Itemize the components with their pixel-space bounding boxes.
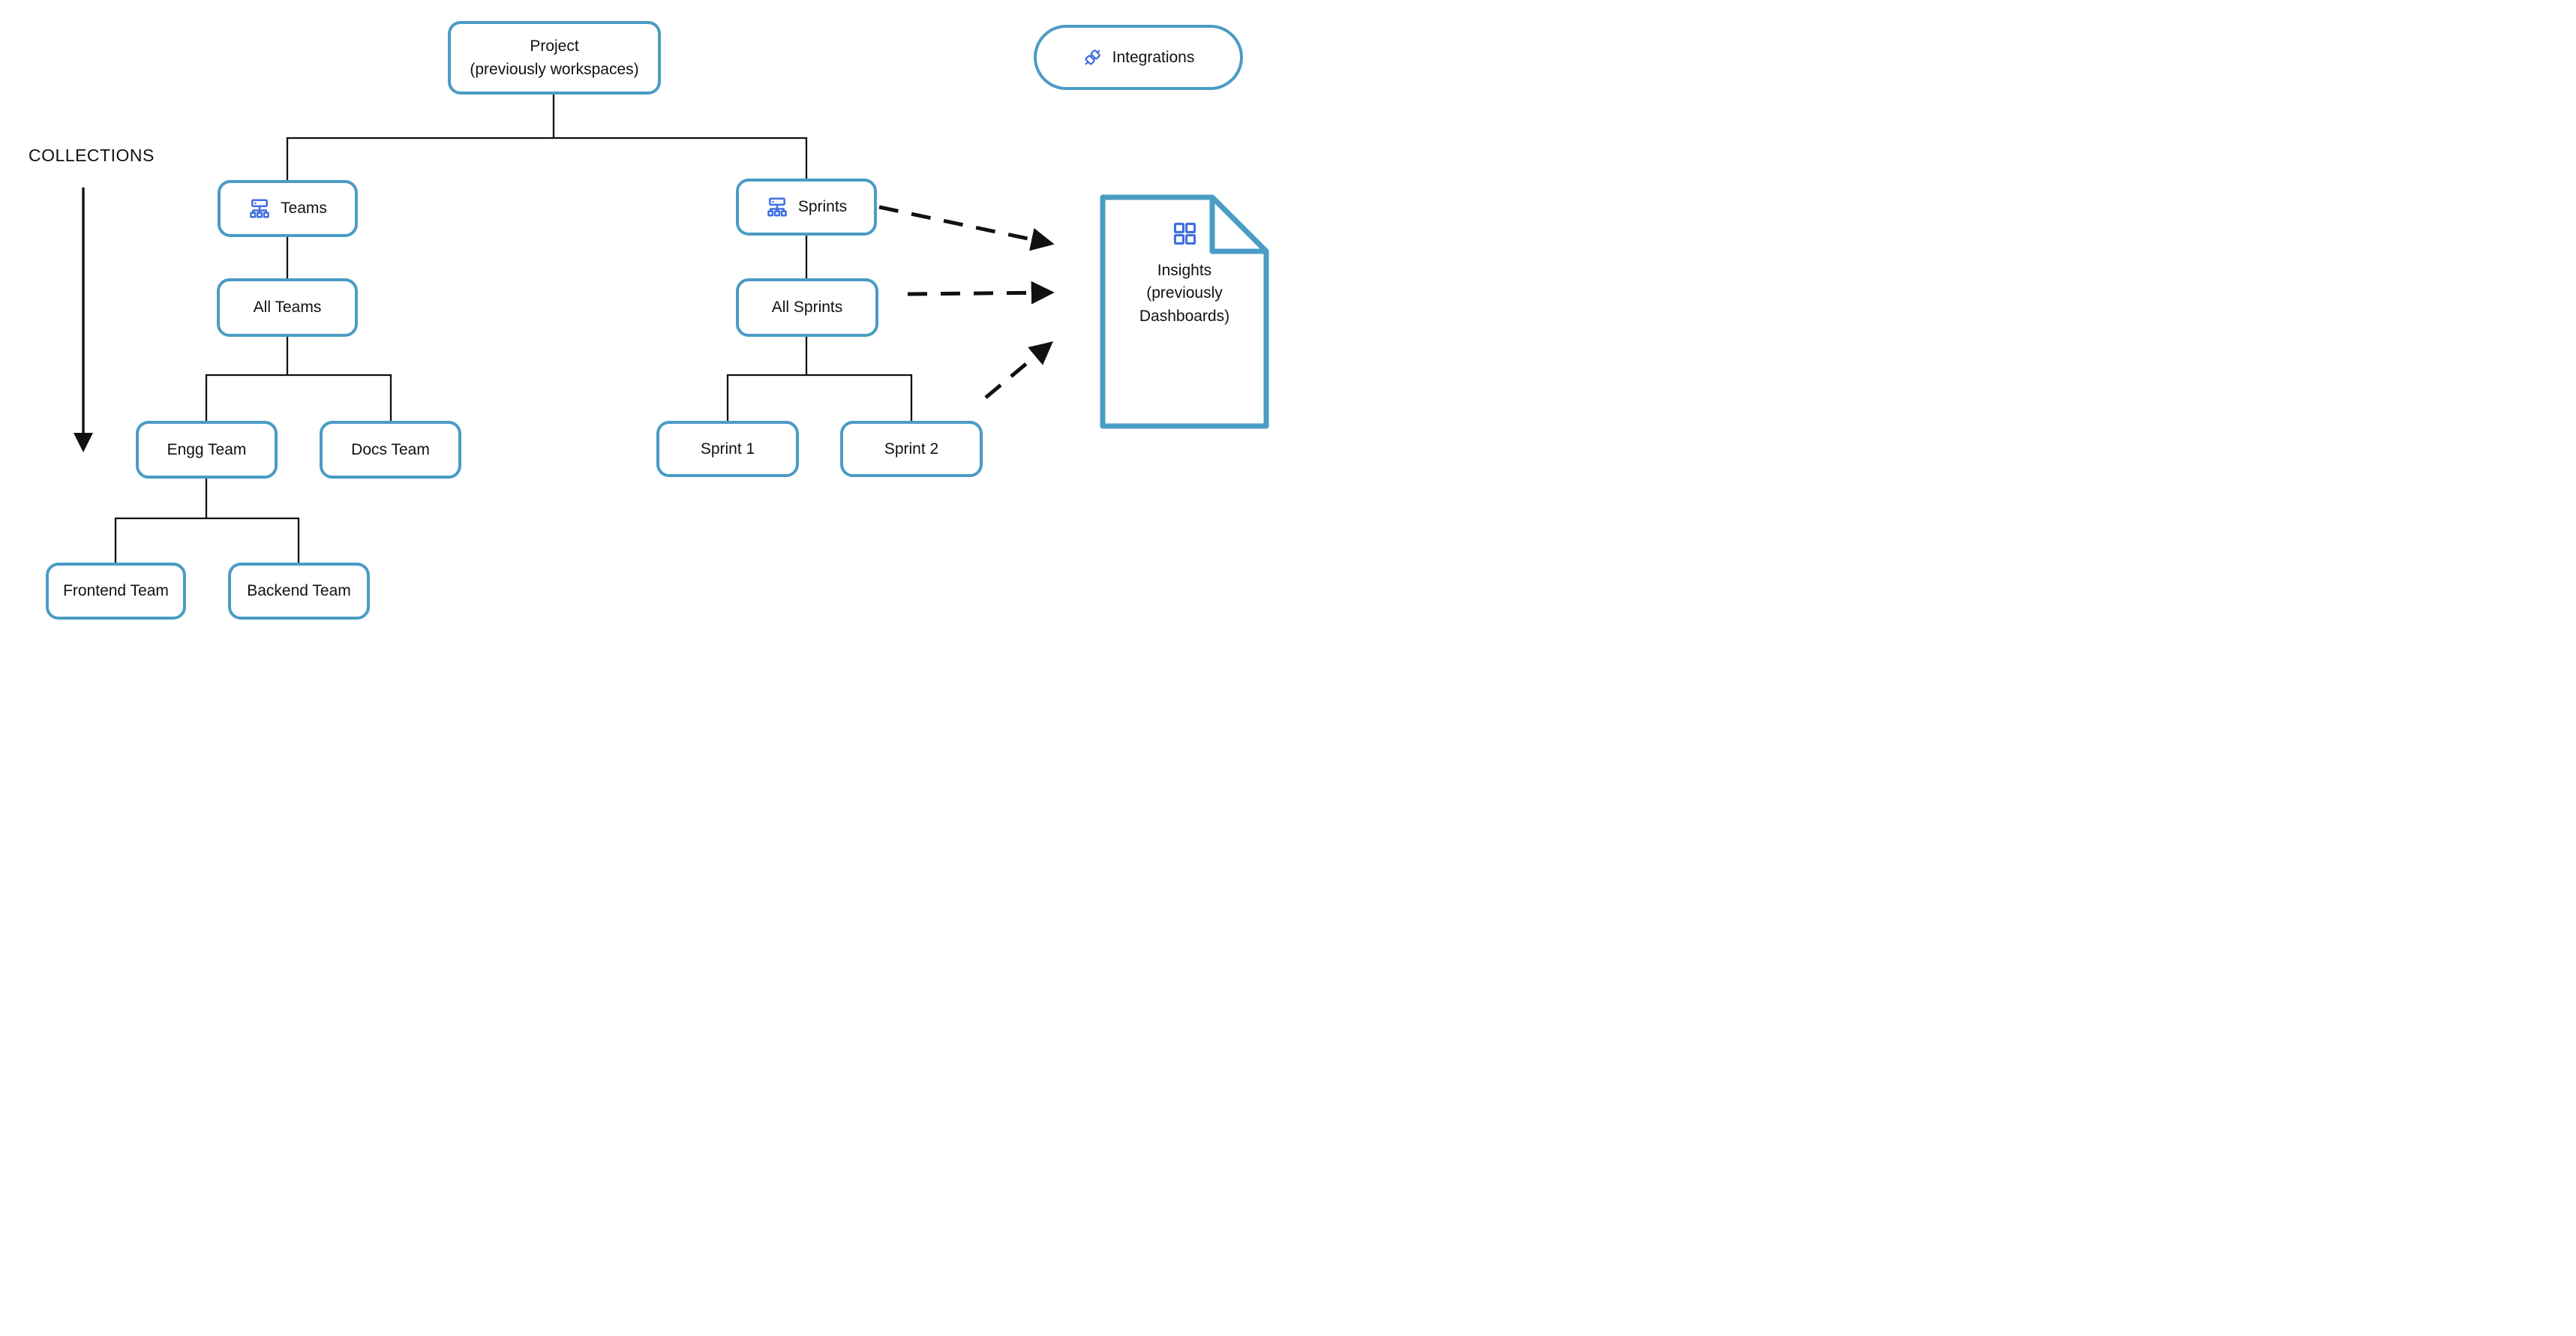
node-label: Sprint 1 [700, 440, 755, 458]
node-sprint-1: Sprint 1 [656, 421, 799, 477]
org-hierarchy-icon [248, 197, 271, 220]
node-engg-team: Engg Team [136, 421, 278, 479]
node-label: All Teams [253, 299, 322, 317]
node-label: Teams [281, 200, 327, 218]
node-label: Engg Team [167, 440, 247, 458]
node-all-teams: All Teams [217, 278, 358, 337]
node-frontend-team: Frontend Team [46, 563, 186, 620]
diagram-canvas: COLLECTIONS Project (previously workspac… [0, 0, 1288, 668]
collections-label: COLLECTIONS [29, 146, 155, 165]
node-label: Backend Team [247, 582, 351, 600]
node-label: Frontend Team [63, 582, 169, 600]
dashboard-grid-icon [1172, 221, 1197, 246]
node-teams: Teams [218, 180, 358, 237]
node-project: Project (previously workspaces) [448, 21, 661, 95]
node-backend-team: Backend Team [228, 563, 370, 620]
node-label: Docs Team [351, 440, 430, 458]
node-label: Project (previously workspaces) [470, 37, 639, 79]
node-label: Insights (previously Dashboards) [1139, 262, 1230, 325]
connector-lines [74, 95, 1055, 563]
node-label: Integrations [1112, 48, 1195, 66]
node-label: Sprint 2 [884, 440, 939, 458]
node-insights-document: Insights (previously Dashboards) [1100, 194, 1269, 429]
node-sprints: Sprints [736, 179, 877, 236]
node-integrations: Integrations [1034, 25, 1243, 90]
document-shape [1100, 194, 1269, 429]
node-label: All Sprints [771, 299, 843, 317]
node-sprint-2: Sprint 2 [840, 421, 983, 477]
node-label: Sprints [797, 198, 848, 216]
plug-icon [1082, 47, 1103, 68]
org-hierarchy-icon [766, 196, 788, 218]
node-docs-team: Docs Team [320, 421, 461, 479]
node-all-sprints: All Sprints [736, 278, 878, 337]
